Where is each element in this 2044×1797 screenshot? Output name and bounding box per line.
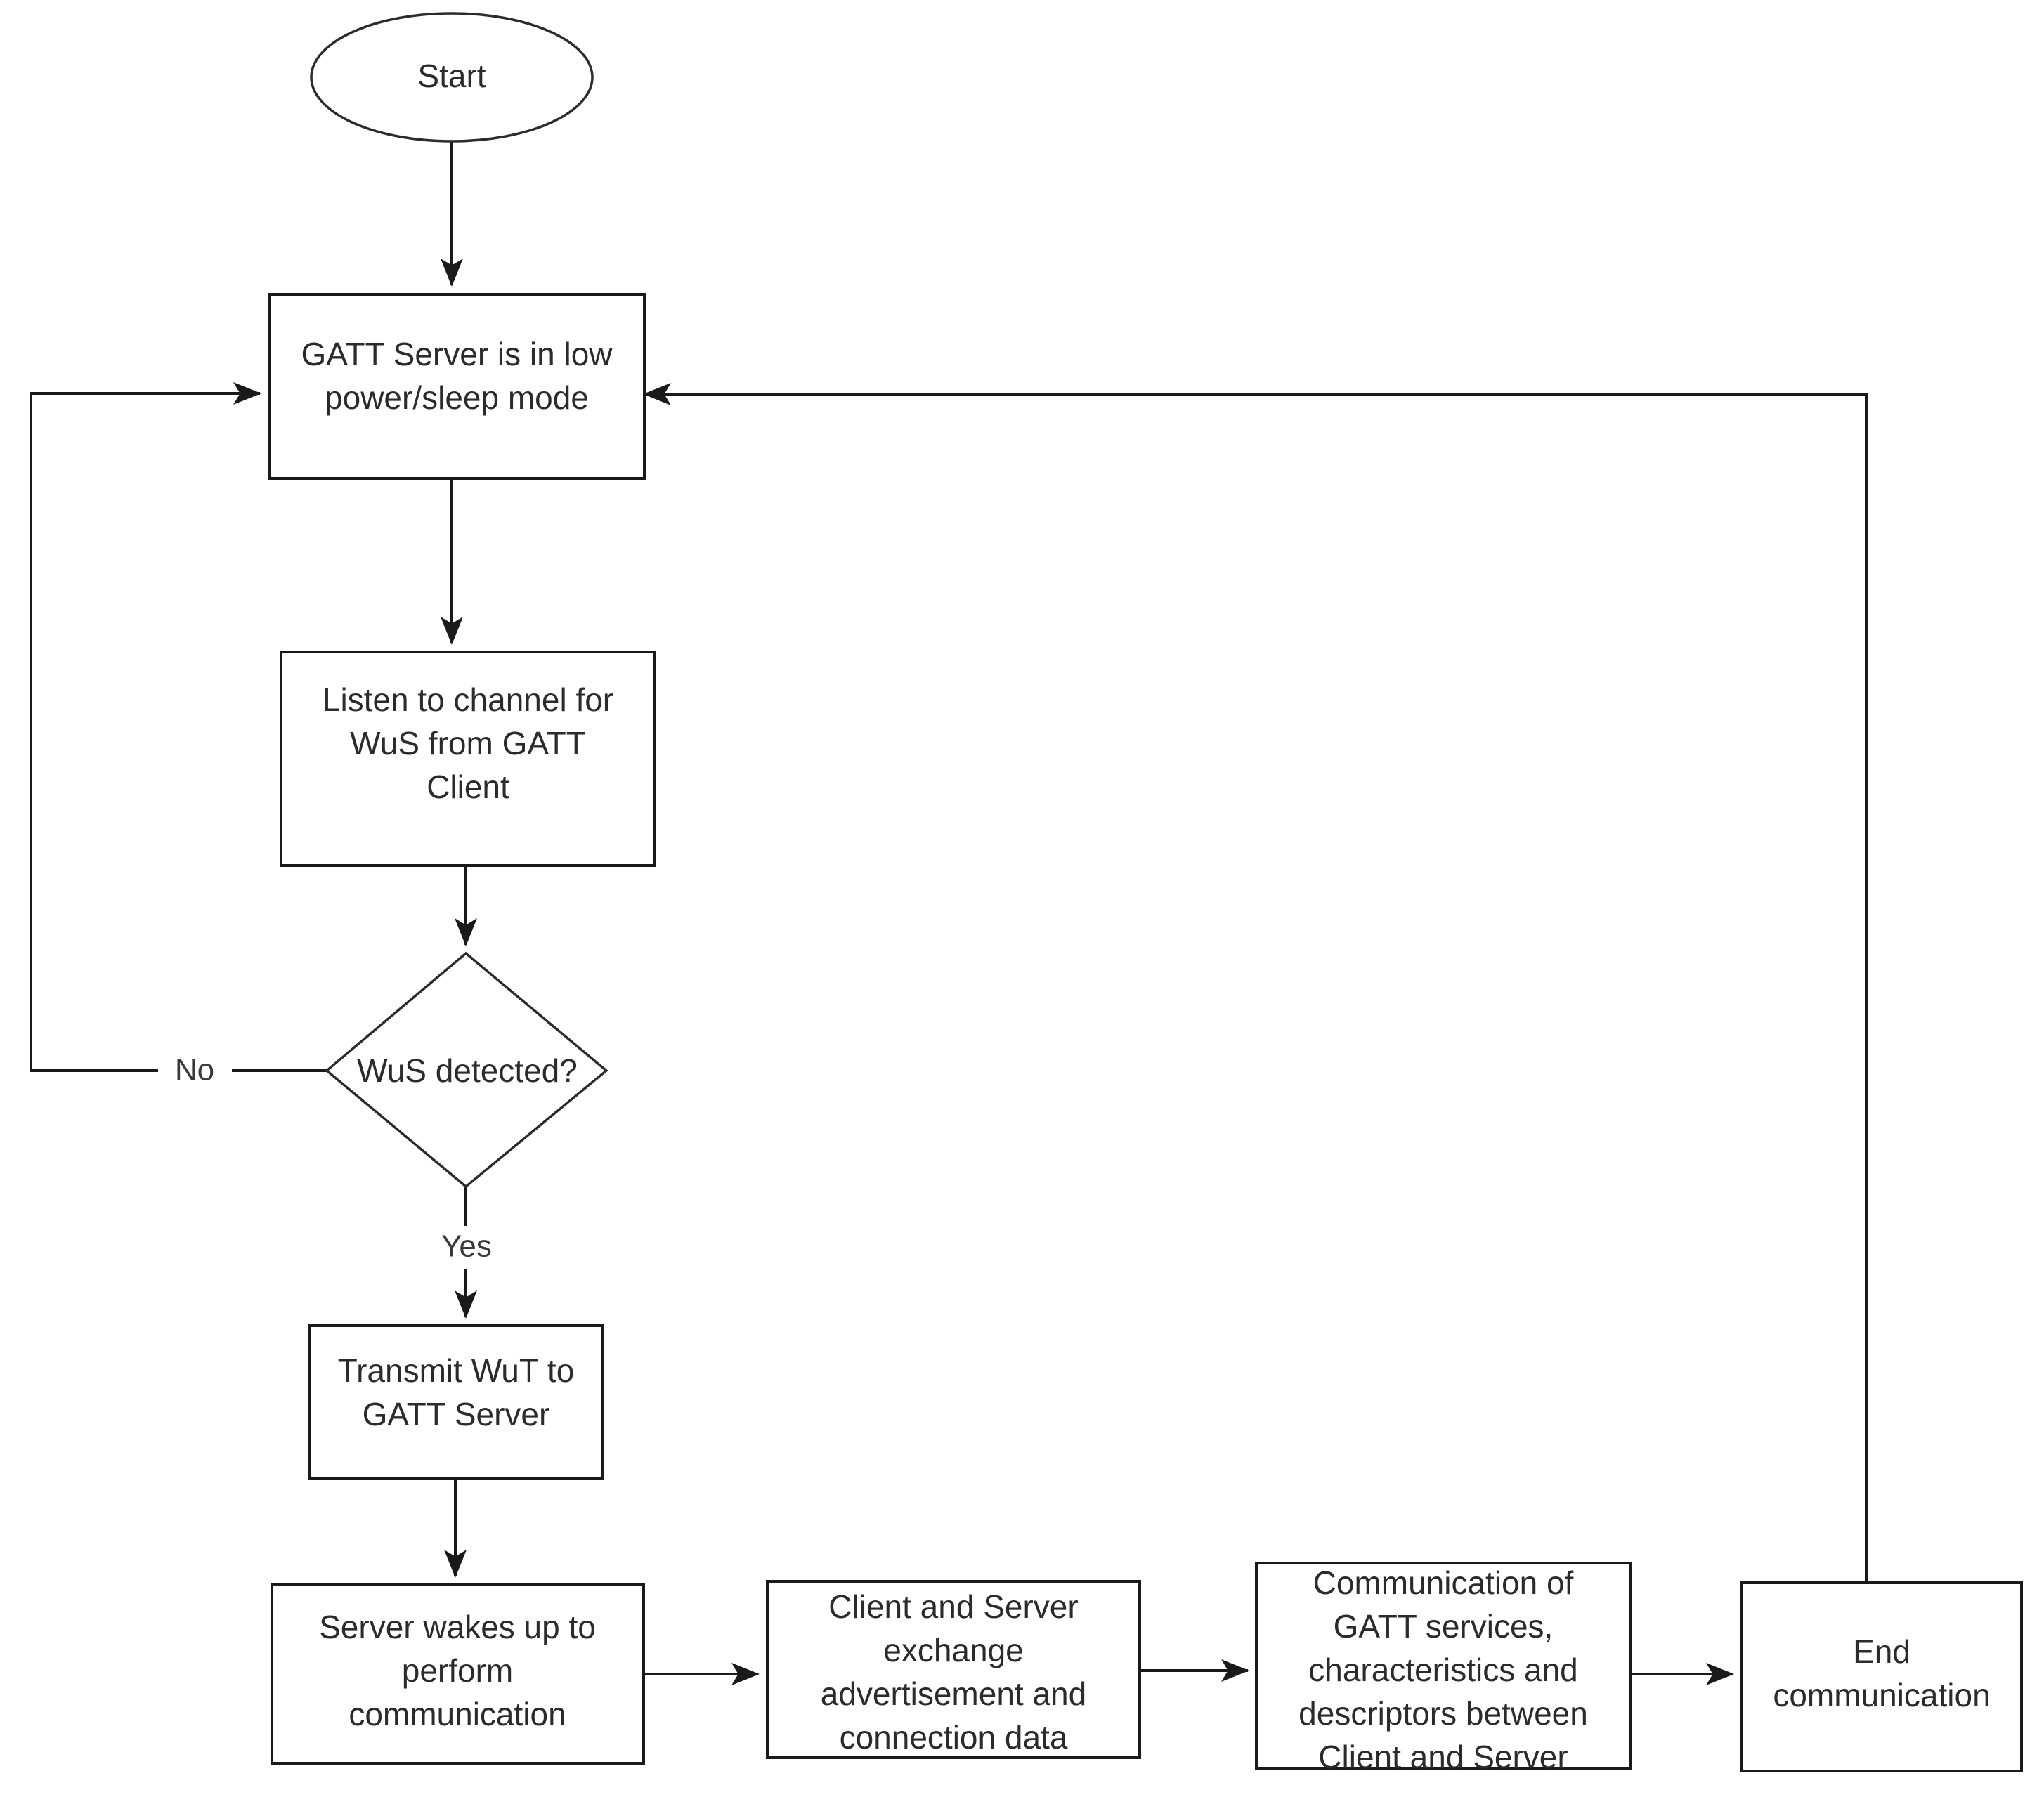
edge-label-no: No xyxy=(158,1050,232,1092)
node-gatt-communication-line-4: descriptors between xyxy=(1298,1695,1588,1732)
node-exchange-data[interactable]: Client and Server exchange advertisement… xyxy=(766,1580,1141,1759)
node-gatt-communication-line-5: Client and Server xyxy=(1318,1739,1568,1775)
edge-end-to-sleep-mode-return xyxy=(643,383,1868,1583)
node-server-wakes-line-1: Server wakes up to xyxy=(319,1609,596,1645)
node-end-communication-line-2: communication xyxy=(1773,1677,1990,1713)
node-server-wakes-line-3: communication xyxy=(349,1696,566,1732)
node-listen-channel-line-1: Listen to channel for xyxy=(323,681,613,718)
node-listen-channel-line-3: Client xyxy=(427,769,509,805)
node-gatt-communication-line-1: Communication of xyxy=(1313,1564,1574,1601)
node-transmit-wut[interactable]: Transmit WuT to GATT Server xyxy=(308,1324,604,1480)
node-server-wakes-line-2: perform xyxy=(402,1652,513,1689)
node-exchange-data-line-3: advertisement and xyxy=(821,1675,1086,1712)
node-start-label: Start xyxy=(417,58,486,94)
edge-label-yes-text: Yes xyxy=(441,1229,492,1264)
node-gatt-communication-line-3: characteristics and xyxy=(1308,1652,1578,1688)
node-transmit-wut-line-2: GATT Server xyxy=(363,1396,550,1432)
node-server-wakes[interactable]: Server wakes up to perform communication xyxy=(271,1583,645,1765)
node-sleep-mode-line-1: GATT Server is in low xyxy=(301,336,613,372)
node-end-communication-line-1: End xyxy=(1853,1633,1910,1670)
node-end-communication[interactable]: End communication xyxy=(1740,1581,2023,1772)
edge-label-yes: Yes xyxy=(425,1226,508,1269)
node-wus-detected[interactable]: WuS detected? xyxy=(325,951,608,1189)
node-exchange-data-line-2: exchange xyxy=(883,1632,1024,1668)
node-exchange-data-line-1: Client and Server xyxy=(828,1588,1078,1625)
node-listen-channel[interactable]: Listen to channel for WuS from GATT Clie… xyxy=(280,651,656,867)
node-wus-detected-label: WuS detected? xyxy=(357,1052,578,1089)
node-sleep-mode[interactable]: GATT Server is in low power/sleep mode xyxy=(268,293,646,480)
node-start[interactable]: Start xyxy=(310,12,594,143)
node-gatt-communication[interactable]: Communication of GATT services, characte… xyxy=(1255,1562,1632,1775)
edge-label-no-text: No xyxy=(175,1053,214,1087)
node-sleep-mode-line-2: power/sleep mode xyxy=(325,379,589,416)
node-gatt-communication-line-2: GATT services, xyxy=(1334,1608,1554,1645)
node-transmit-wut-line-1: Transmit WuT to xyxy=(338,1352,575,1389)
node-exchange-data-line-4: connection data xyxy=(840,1719,1068,1756)
node-listen-channel-line-2: WuS from GATT xyxy=(350,725,586,762)
